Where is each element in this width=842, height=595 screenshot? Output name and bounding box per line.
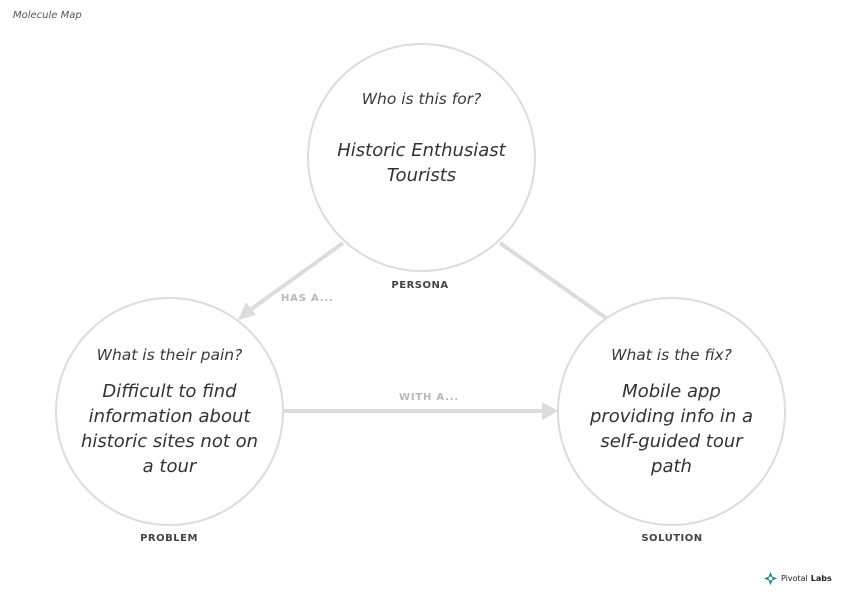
problem-question: What is their pain? [96, 346, 243, 364]
connector-persona-solution [498, 241, 608, 320]
pivotal-labs-brand: Pivotal Labs [763, 571, 832, 586]
pivotal-logo-icon [763, 571, 778, 586]
problem-label: PROBLEM [140, 533, 198, 544]
solution-answer: Mobile app providing info in a self-guid… [589, 381, 754, 477]
solution-question: What is the fix? [611, 346, 732, 364]
persona-label: PERSONA [391, 280, 449, 291]
persona-question: Who is this for? [361, 90, 482, 108]
link-label-has-a: HAS A... [281, 293, 334, 304]
problem-node: What is their pain? Difficult to find in… [55, 297, 284, 526]
persona-answer: Historic Enthusiast Tourists [337, 140, 506, 186]
connector-persona-problem [248, 241, 345, 312]
solution-label: SOLUTION [641, 533, 703, 544]
brand-name-bold: Labs [810, 574, 832, 583]
link-label-with-a: WITH A... [399, 392, 459, 403]
problem-answer: Difficult to find information about hist… [80, 381, 259, 477]
arrowhead-problem [238, 302, 256, 320]
brand-name-regular: Pivotal [781, 574, 808, 583]
arrowhead-solution [542, 402, 558, 420]
persona-node: Who is this for? Historic Enthusiast Tou… [307, 43, 536, 272]
document-title: Molecule Map [13, 10, 82, 21]
solution-node: What is the fix? Mobile app providing in… [557, 297, 786, 526]
